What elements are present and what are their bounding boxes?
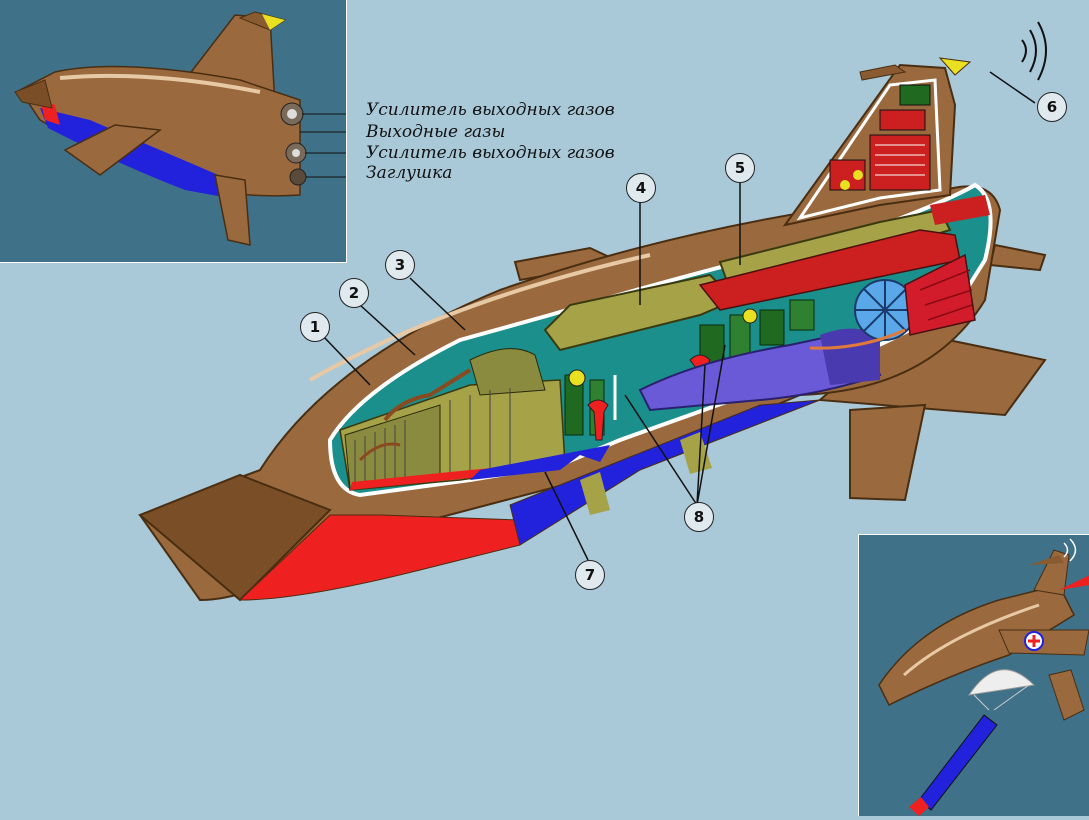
radio-signal-icon bbox=[1021, 21, 1047, 81]
label-exhaust-booster-1: Усилитель выходных газов bbox=[366, 100, 615, 120]
avionics-panels bbox=[829, 84, 931, 191]
label-exhaust-booster-2: Усилитель выходных газов bbox=[366, 143, 615, 163]
exterior-view-inset bbox=[0, 0, 364, 263]
callout-1: 1 bbox=[300, 312, 330, 342]
exterior-drone-illustration bbox=[14, 11, 364, 246]
belly-blue-section bbox=[509, 399, 821, 546]
callout-leader-lines bbox=[321, 71, 1036, 561]
callout-6: 6 bbox=[1037, 92, 1067, 122]
callout-4: 4 bbox=[626, 173, 656, 203]
label-exhaust-gases: Выходные газы bbox=[366, 122, 506, 142]
parachute-recovery-illustration bbox=[878, 538, 1089, 816]
belly-red-section bbox=[238, 514, 521, 601]
callout-3: 3 bbox=[385, 250, 415, 280]
electronics-modules bbox=[564, 299, 815, 436]
callout-7: 7 bbox=[575, 560, 605, 590]
recovery-view-inset bbox=[858, 534, 1089, 816]
nose-cone bbox=[138, 473, 332, 602]
callout-5: 5 bbox=[725, 153, 755, 183]
tail-tip-yellow bbox=[262, 14, 285, 30]
parachute-icon bbox=[967, 669, 1036, 696]
ventral-fin bbox=[849, 403, 927, 502]
label-plug: Заглушка bbox=[366, 163, 453, 183]
callout-2: 2 bbox=[339, 278, 369, 308]
radio-signal-icon bbox=[1063, 538, 1077, 562]
callout-8: 8 bbox=[684, 502, 714, 532]
